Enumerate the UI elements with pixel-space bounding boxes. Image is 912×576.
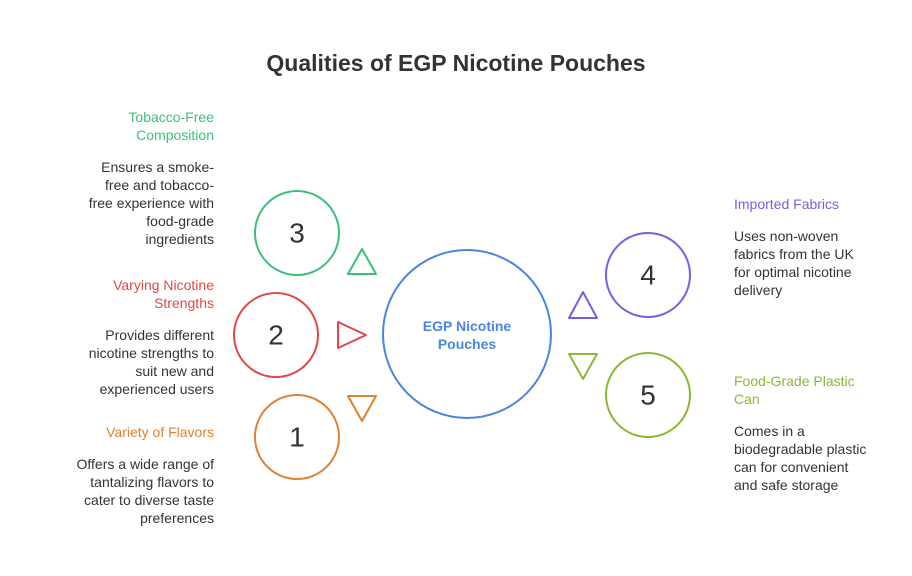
number-4: 4 [640,260,656,291]
diagram-title: Qualities of EGP Nicotine Pouches [266,50,646,76]
circle-3 [254,190,340,276]
circle-4 [605,232,691,318]
item-1-block: Variety of Flavors Offers a wide range o… [14,423,214,527]
triangle-down-icon [347,395,377,422]
item-heading: Tobacco-Free Composition [128,109,214,143]
item-description: Ensures a smoke-free and tobacco-free ex… [88,159,214,247]
circle-2 [233,292,319,378]
item-4-block: Imported Fabrics Uses non-woven fabrics … [734,195,912,299]
triangle-up-icon [568,291,598,319]
triangle-up-icon [347,248,377,275]
item-heading: Varying Nicotine Strengths [113,277,214,311]
item-description: Uses non-woven fabrics from the UK for o… [734,228,854,298]
triangle-right-icon [337,321,367,349]
item-3-block: Tobacco-Free Composition Ensures a smoke… [14,108,214,248]
number-5: 5 [640,380,656,411]
center-label-line1: EGP Nicotine [423,318,512,334]
item-description: Provides different nicotine strengths to… [88,327,214,397]
item-5-block: Food-Grade Plastic Can Comes in a biodeg… [734,372,912,494]
item-description: Offers a wide range of tantalizing flavo… [76,456,214,526]
number-3: 3 [289,218,305,249]
item-heading: Food-Grade Plastic Can [734,373,855,407]
circle-5 [605,352,691,438]
item-heading: Variety of Flavors [106,424,214,440]
item-2-block: Varying Nicotine Strengths Provides diff… [14,276,214,398]
number-2: 2 [268,320,284,351]
item-heading: Imported Fabrics [734,196,840,212]
item-description: Comes in a biodegradable plastic can for… [734,423,867,493]
center-label-line2: Pouches [438,336,497,352]
number-1: 1 [289,422,305,453]
center-circle [382,249,552,419]
triangle-down-icon [568,353,598,380]
circle-1 [254,394,340,480]
